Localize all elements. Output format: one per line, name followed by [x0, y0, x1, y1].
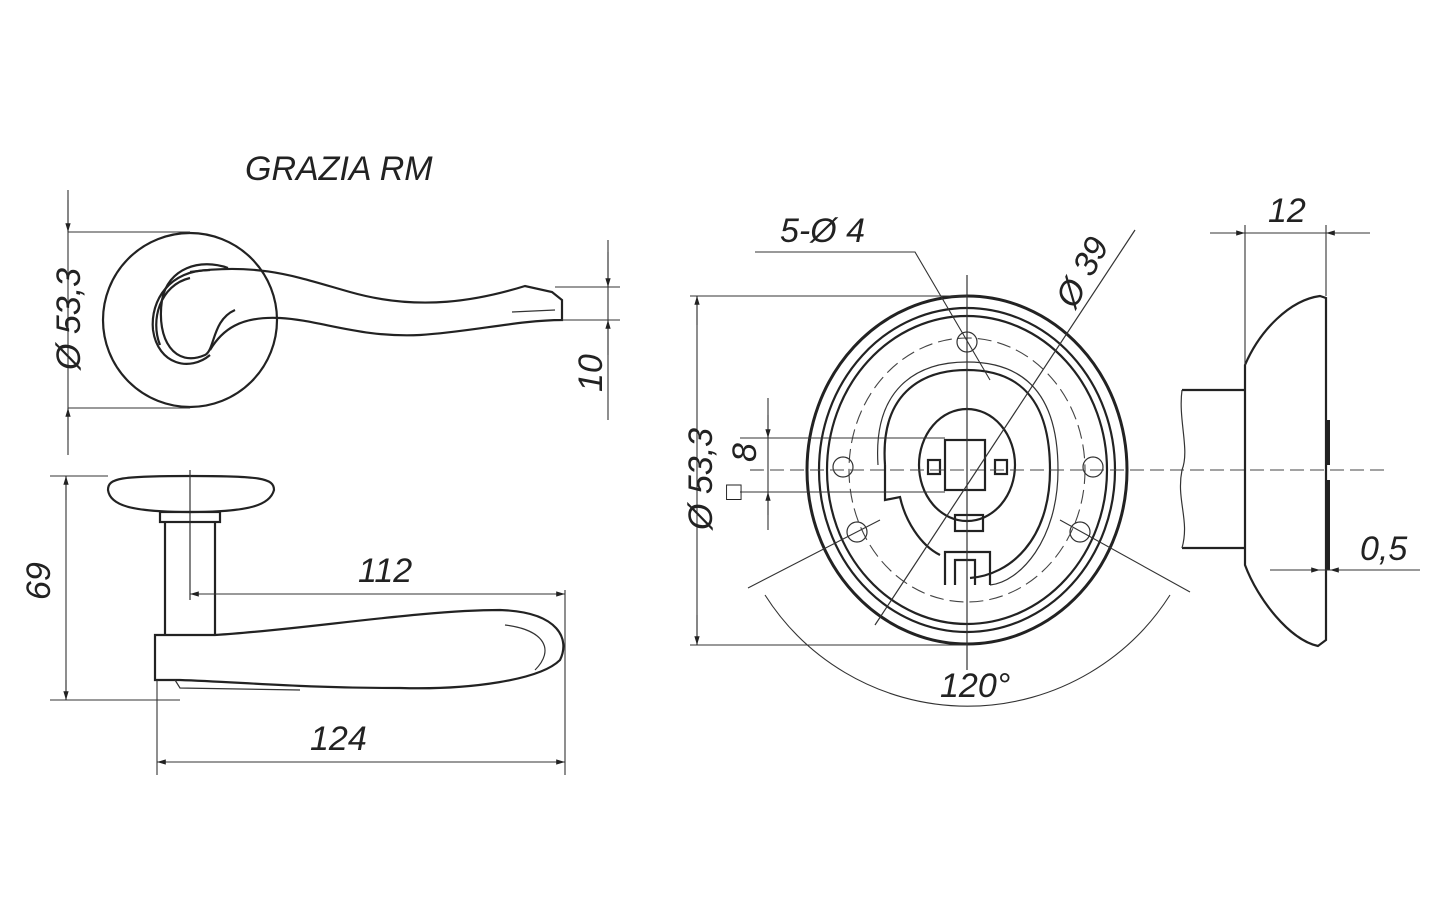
rosette-side-view	[1179, 294, 1330, 648]
dim-lever-length: 124	[310, 720, 367, 758]
drawing-title: GRAZIA RM	[245, 150, 433, 188]
dim-lever-thickness: 10	[572, 354, 610, 392]
lever-top-view	[101, 231, 564, 409]
lever-side-view	[106, 470, 565, 691]
dim-gap: 0,5	[1360, 530, 1407, 568]
dim-rosette-diameter-top: Ø 53,3	[50, 268, 88, 371]
dim-lever-reach: 112	[358, 552, 412, 590]
angle-arc	[764, 594, 1171, 707]
dim-projection: 69	[20, 562, 58, 600]
dim-rosette-diameter-front: Ø 53,3	[682, 428, 720, 531]
dim-angle: 120°	[940, 667, 1010, 705]
dim-holes: 5-Ø 4	[780, 212, 865, 250]
dim-rosette-height: 12	[1268, 192, 1306, 230]
dim-spindle-square: □	[726, 476, 742, 506]
dim-spindle: 8	[726, 443, 764, 462]
